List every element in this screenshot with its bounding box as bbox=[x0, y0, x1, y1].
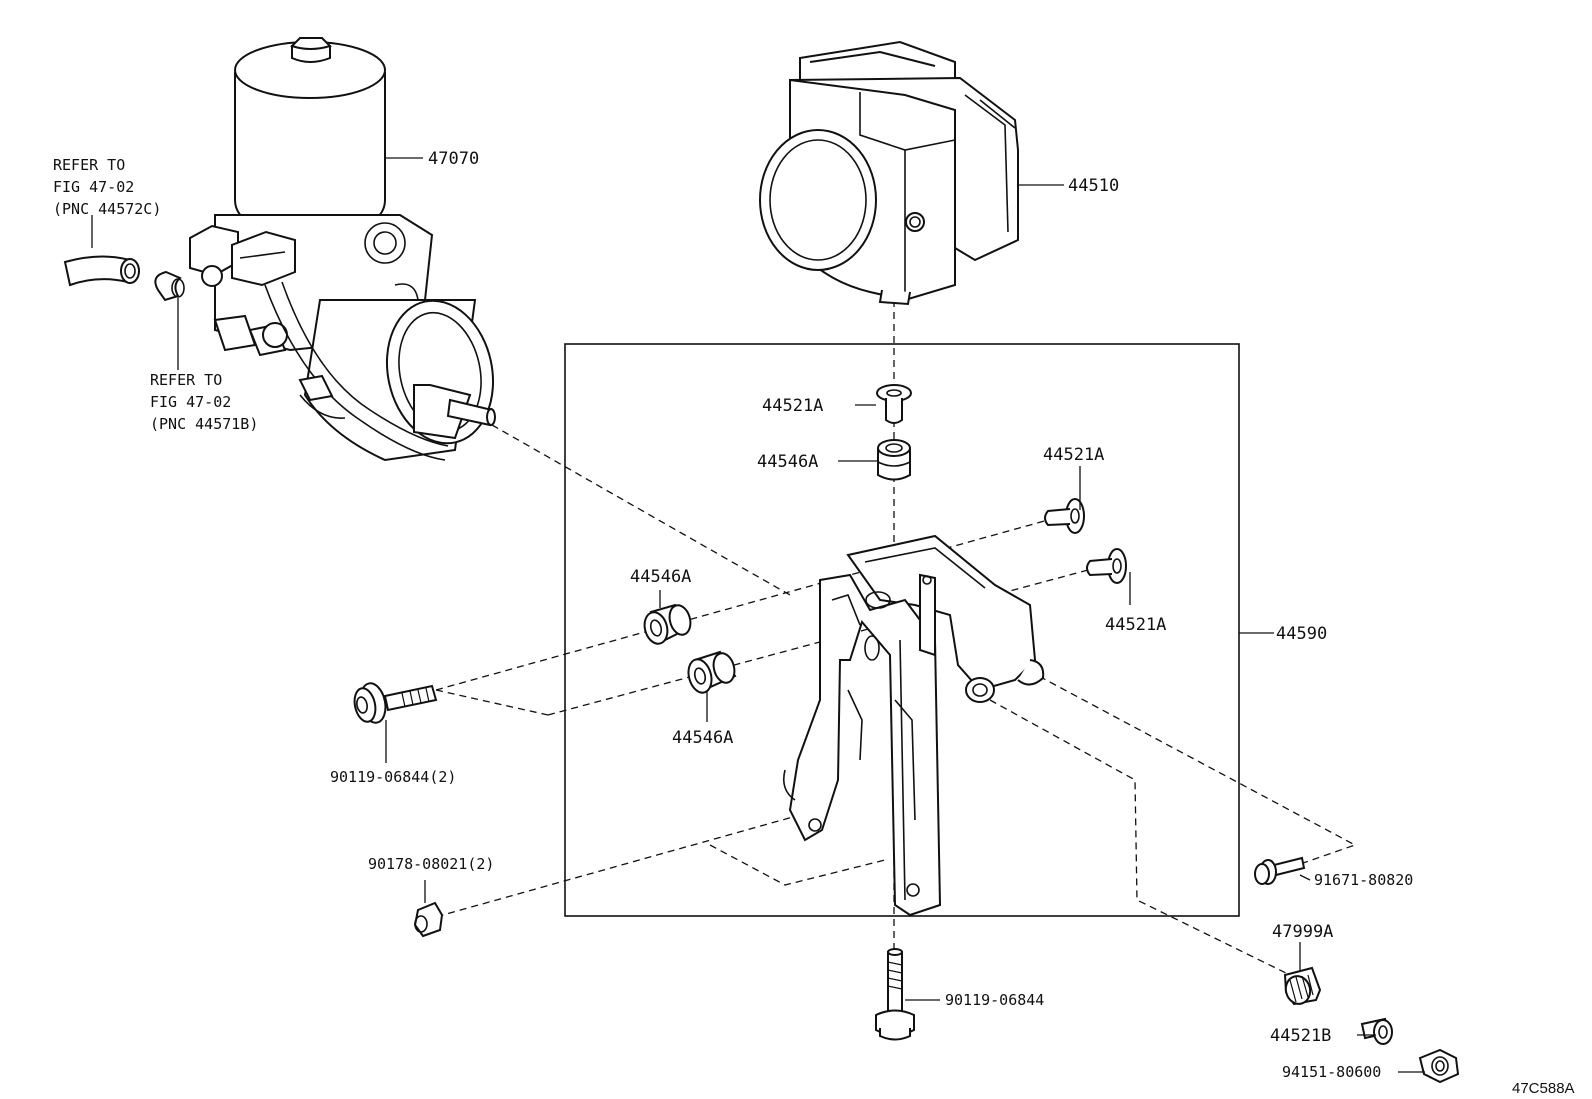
label-44521a-right-2: 44521A bbox=[1105, 615, 1166, 635]
grommet-44546a-left-2 bbox=[687, 650, 737, 694]
label-91671-80820: 91671-80820 bbox=[1314, 871, 1413, 889]
label-90119-06844-2: 90119-06844(2) bbox=[330, 768, 456, 786]
cap-47999a bbox=[1283, 966, 1322, 1006]
assembly-boundary-box bbox=[564, 343, 1240, 917]
label-44546a-left-1: 44546A bbox=[630, 567, 691, 587]
clip-44571b bbox=[154, 270, 185, 302]
ref-label-44571b: REFER TO FIG 47-02 (PNC 44571B) bbox=[150, 371, 258, 433]
label-44521a-right-1: 44521A bbox=[1043, 445, 1104, 465]
collar-44521a-right-1 bbox=[1044, 498, 1085, 534]
collar-44521b bbox=[1360, 1017, 1393, 1045]
collar-44521a-right-2 bbox=[1086, 548, 1127, 584]
nut-90178-08021 bbox=[413, 901, 444, 938]
bolt-90119-06844-left bbox=[353, 682, 438, 724]
label-44521b: 44521B bbox=[1270, 1026, 1331, 1046]
leader-lines bbox=[91, 157, 1425, 1073]
label-94151-80600: 94151-80600 bbox=[1282, 1063, 1381, 1081]
collar-44521a-top bbox=[876, 384, 912, 424]
bolt-90119-06844-bottom bbox=[875, 948, 915, 1041]
hose-44572c bbox=[63, 255, 140, 287]
brake-actuator-44510 bbox=[759, 40, 1019, 306]
figure-code: 47C588A bbox=[1512, 1080, 1575, 1097]
grommet-44546a-top bbox=[877, 439, 911, 481]
label-44590: 44590 bbox=[1276, 624, 1327, 644]
label-90119-06844: 90119-06844 bbox=[945, 991, 1044, 1009]
ref-label-44572c: REFER TO FIG 47-02 (PNC 44572C) bbox=[53, 156, 161, 218]
label-47999a: 47999A bbox=[1272, 922, 1333, 942]
label-44510: 44510 bbox=[1068, 176, 1119, 196]
bracket-44590 bbox=[782, 534, 1045, 917]
label-44521a-top: 44521A bbox=[762, 396, 823, 416]
grommet-44546a-left-1 bbox=[643, 603, 692, 645]
label-44546a-top: 44546A bbox=[757, 452, 818, 472]
label-44546a-left-2: 44546A bbox=[672, 728, 733, 748]
bolt-91671-80820 bbox=[1254, 856, 1306, 885]
label-90178-08021-2: 90178-08021(2) bbox=[368, 855, 494, 873]
nut-94151-80600 bbox=[1418, 1048, 1460, 1084]
label-47070: 47070 bbox=[428, 149, 479, 169]
pump-motor-assembly-47070 bbox=[189, 37, 496, 462]
